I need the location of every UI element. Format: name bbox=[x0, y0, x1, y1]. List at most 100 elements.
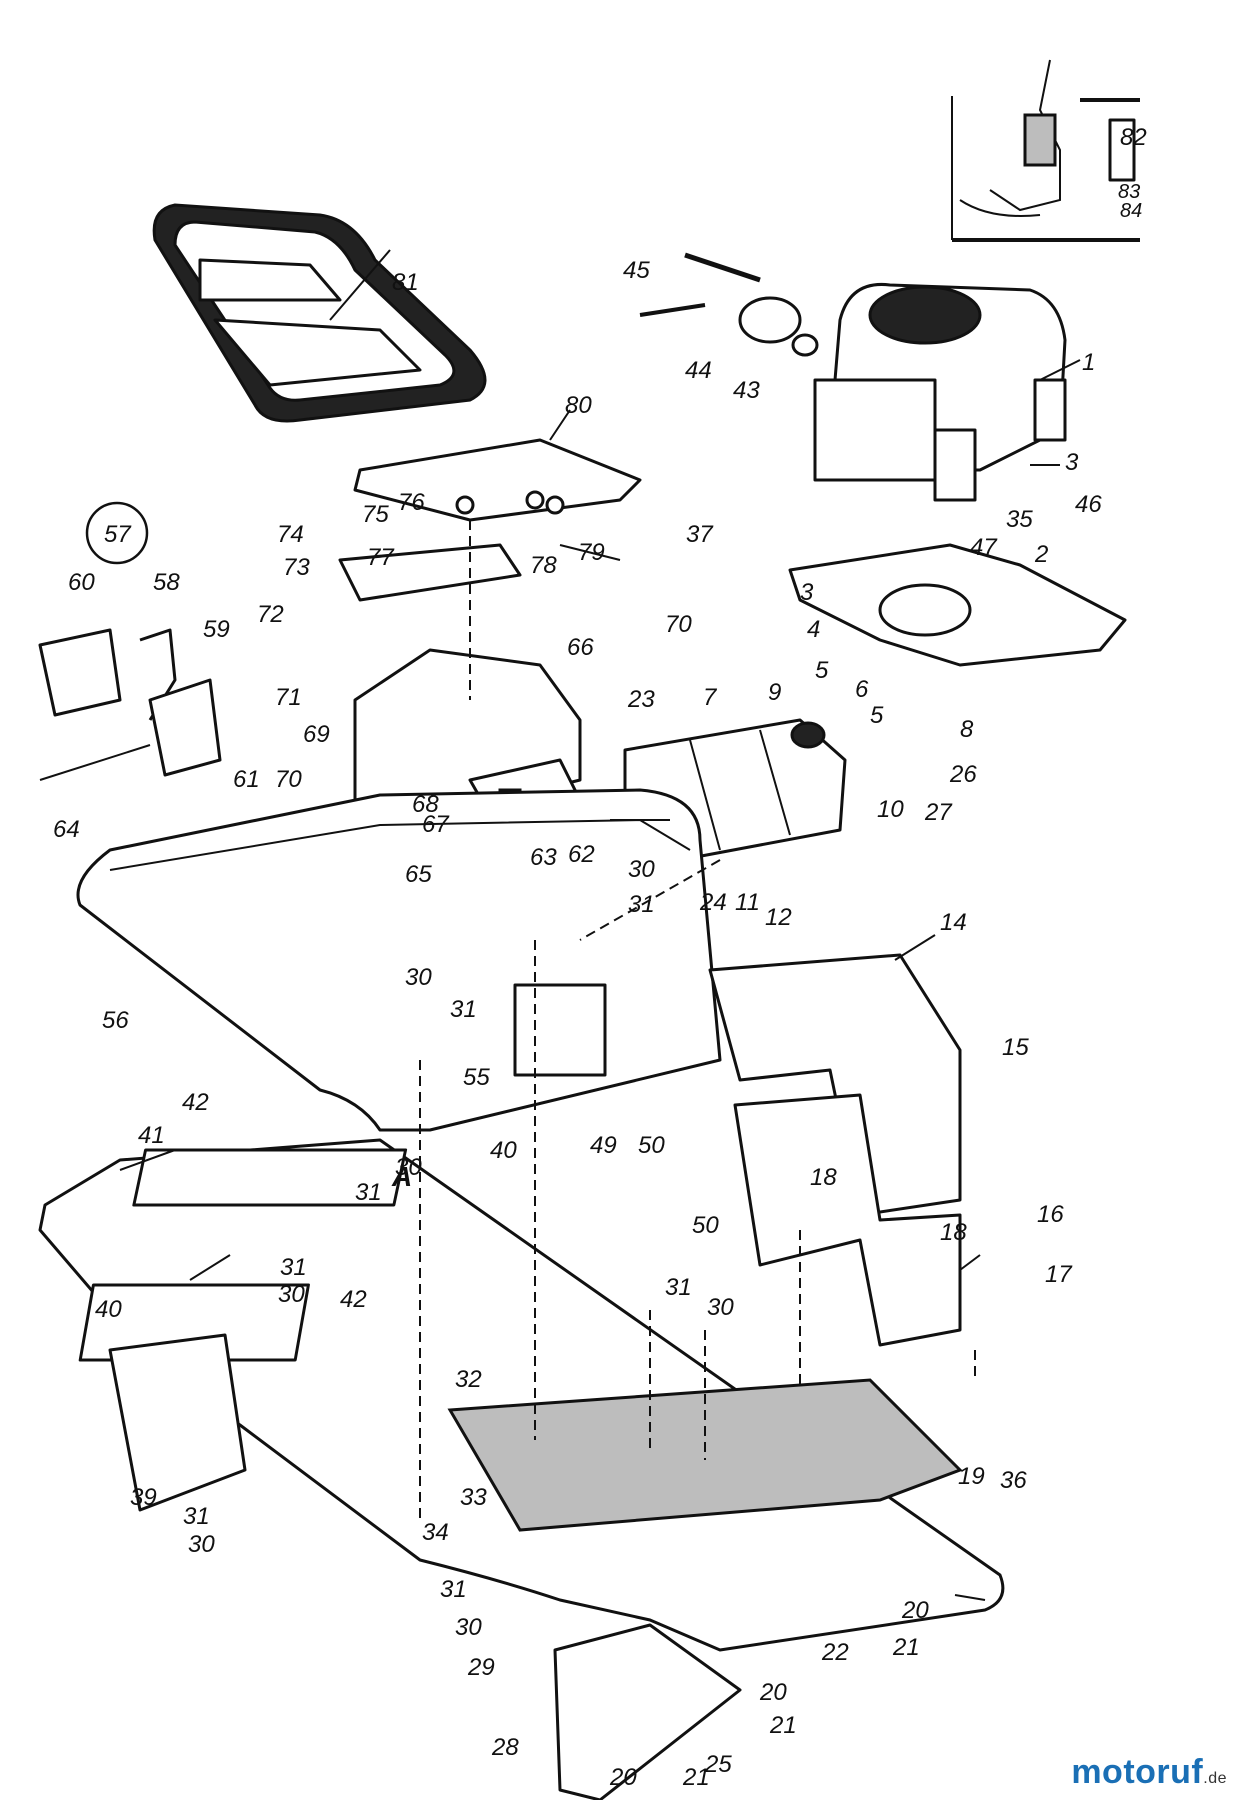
label-32: 32 bbox=[455, 1366, 482, 1393]
label-27: 27 bbox=[924, 799, 953, 826]
label-64: 64 bbox=[53, 816, 80, 843]
label-15: 15 bbox=[1002, 1034, 1029, 1061]
label-76: 76 bbox=[398, 489, 425, 516]
label-5: 5 bbox=[870, 702, 884, 729]
label-21: 21 bbox=[769, 1712, 797, 1739]
throttle-assembly bbox=[38, 628, 222, 781]
label-42: 42 bbox=[340, 1286, 367, 1313]
label-50: 50 bbox=[692, 1212, 719, 1239]
label-22: 22 bbox=[821, 1639, 849, 1666]
label-11: 11 bbox=[735, 889, 760, 916]
label-82: 82 bbox=[1120, 124, 1147, 151]
label-73: 73 bbox=[283, 554, 310, 581]
label-84: 84 bbox=[1120, 200, 1142, 222]
label-20: 20 bbox=[759, 1679, 787, 1706]
label-40: 40 bbox=[490, 1137, 517, 1164]
label-21: 21 bbox=[682, 1764, 710, 1791]
label-3: 3 bbox=[800, 579, 814, 606]
label-30: 30 bbox=[628, 856, 655, 883]
label-29: 29 bbox=[467, 1654, 495, 1681]
label-3: 3 bbox=[1065, 449, 1079, 476]
label-19: 19 bbox=[958, 1463, 985, 1490]
label-66: 66 bbox=[567, 634, 594, 661]
label-63: 63 bbox=[530, 844, 557, 871]
label-A: A bbox=[391, 1161, 412, 1192]
label-45: 45 bbox=[623, 257, 650, 284]
label-35: 35 bbox=[1006, 506, 1033, 533]
label-40: 40 bbox=[95, 1296, 122, 1323]
seat-bracket-assembly bbox=[338, 438, 642, 602]
label-80: 80 bbox=[565, 392, 592, 419]
label-5: 5 bbox=[815, 657, 829, 684]
label-44: 44 bbox=[685, 357, 712, 384]
label-6: 6 bbox=[855, 676, 869, 703]
inset-detail bbox=[951, 59, 1140, 242]
label-61: 61 bbox=[233, 766, 260, 793]
label-20: 20 bbox=[901, 1597, 929, 1624]
label-69: 69 bbox=[303, 721, 330, 748]
label-23: 23 bbox=[627, 686, 655, 713]
label-7: 7 bbox=[703, 684, 718, 711]
label-18: 18 bbox=[940, 1219, 967, 1246]
label-58: 58 bbox=[153, 569, 180, 596]
label-50: 50 bbox=[638, 1132, 665, 1159]
watermark-tld: .de bbox=[1203, 1770, 1227, 1787]
label-68: 68 bbox=[412, 791, 439, 818]
label-10: 10 bbox=[877, 796, 904, 823]
label-14: 14 bbox=[940, 909, 967, 936]
label-28: 28 bbox=[491, 1734, 519, 1761]
callout-leaders bbox=[119, 249, 1081, 1601]
label-49: 49 bbox=[590, 1132, 617, 1159]
label-59: 59 bbox=[203, 616, 230, 643]
label-31: 31 bbox=[183, 1503, 210, 1530]
label-9: 9 bbox=[768, 679, 781, 706]
label-21: 21 bbox=[892, 1634, 920, 1661]
frame bbox=[38, 1138, 1005, 1800]
label-47: 47 bbox=[970, 534, 998, 561]
label-57-circle bbox=[85, 501, 149, 565]
label-31: 31 bbox=[440, 1576, 467, 1603]
label-77: 77 bbox=[367, 544, 395, 571]
label-16: 16 bbox=[1037, 1201, 1064, 1228]
label-37: 37 bbox=[686, 521, 714, 548]
label-79: 79 bbox=[578, 539, 605, 566]
label-71: 71 bbox=[275, 684, 302, 711]
label-30: 30 bbox=[405, 964, 432, 991]
watermark: motoruf.de bbox=[1071, 1753, 1227, 1792]
label-25: 25 bbox=[704, 1751, 732, 1778]
label-30: 30 bbox=[278, 1281, 305, 1308]
label-18: 18 bbox=[810, 1164, 837, 1191]
label-57: 57 bbox=[104, 521, 132, 548]
label-17: 17 bbox=[1045, 1261, 1073, 1288]
label-39: 39 bbox=[130, 1484, 157, 1511]
label-70: 70 bbox=[665, 611, 692, 638]
label-30: 30 bbox=[188, 1531, 215, 1558]
label-78: 78 bbox=[530, 552, 557, 579]
label-26: 26 bbox=[949, 761, 977, 788]
label-31: 31 bbox=[450, 996, 477, 1023]
label-56: 56 bbox=[102, 1007, 129, 1034]
label-62: 62 bbox=[568, 841, 595, 868]
label-24: 24 bbox=[699, 889, 727, 916]
label-81: 81 bbox=[392, 269, 419, 296]
label-83: 83 bbox=[1118, 181, 1140, 203]
engine bbox=[813, 282, 1067, 502]
watermark-name: motoruf bbox=[1071, 1753, 1204, 1791]
label-33: 33 bbox=[460, 1484, 487, 1511]
label-31: 31 bbox=[628, 891, 655, 918]
label-72: 72 bbox=[257, 601, 284, 628]
label-1: 1 bbox=[1082, 349, 1095, 376]
label-70: 70 bbox=[275, 766, 302, 793]
starter-assembly bbox=[639, 252, 819, 357]
label-8: 8 bbox=[960, 716, 974, 743]
label-2: 2 bbox=[1034, 541, 1048, 568]
label-4: 4 bbox=[807, 616, 820, 643]
label-31: 31 bbox=[355, 1179, 382, 1206]
label-30: 30 bbox=[395, 1154, 422, 1181]
label-36: 36 bbox=[1000, 1467, 1027, 1494]
label-42: 42 bbox=[182, 1089, 209, 1116]
label-20: 20 bbox=[609, 1764, 637, 1791]
assembly-lines bbox=[419, 520, 976, 1520]
label-55: 55 bbox=[463, 1064, 490, 1091]
